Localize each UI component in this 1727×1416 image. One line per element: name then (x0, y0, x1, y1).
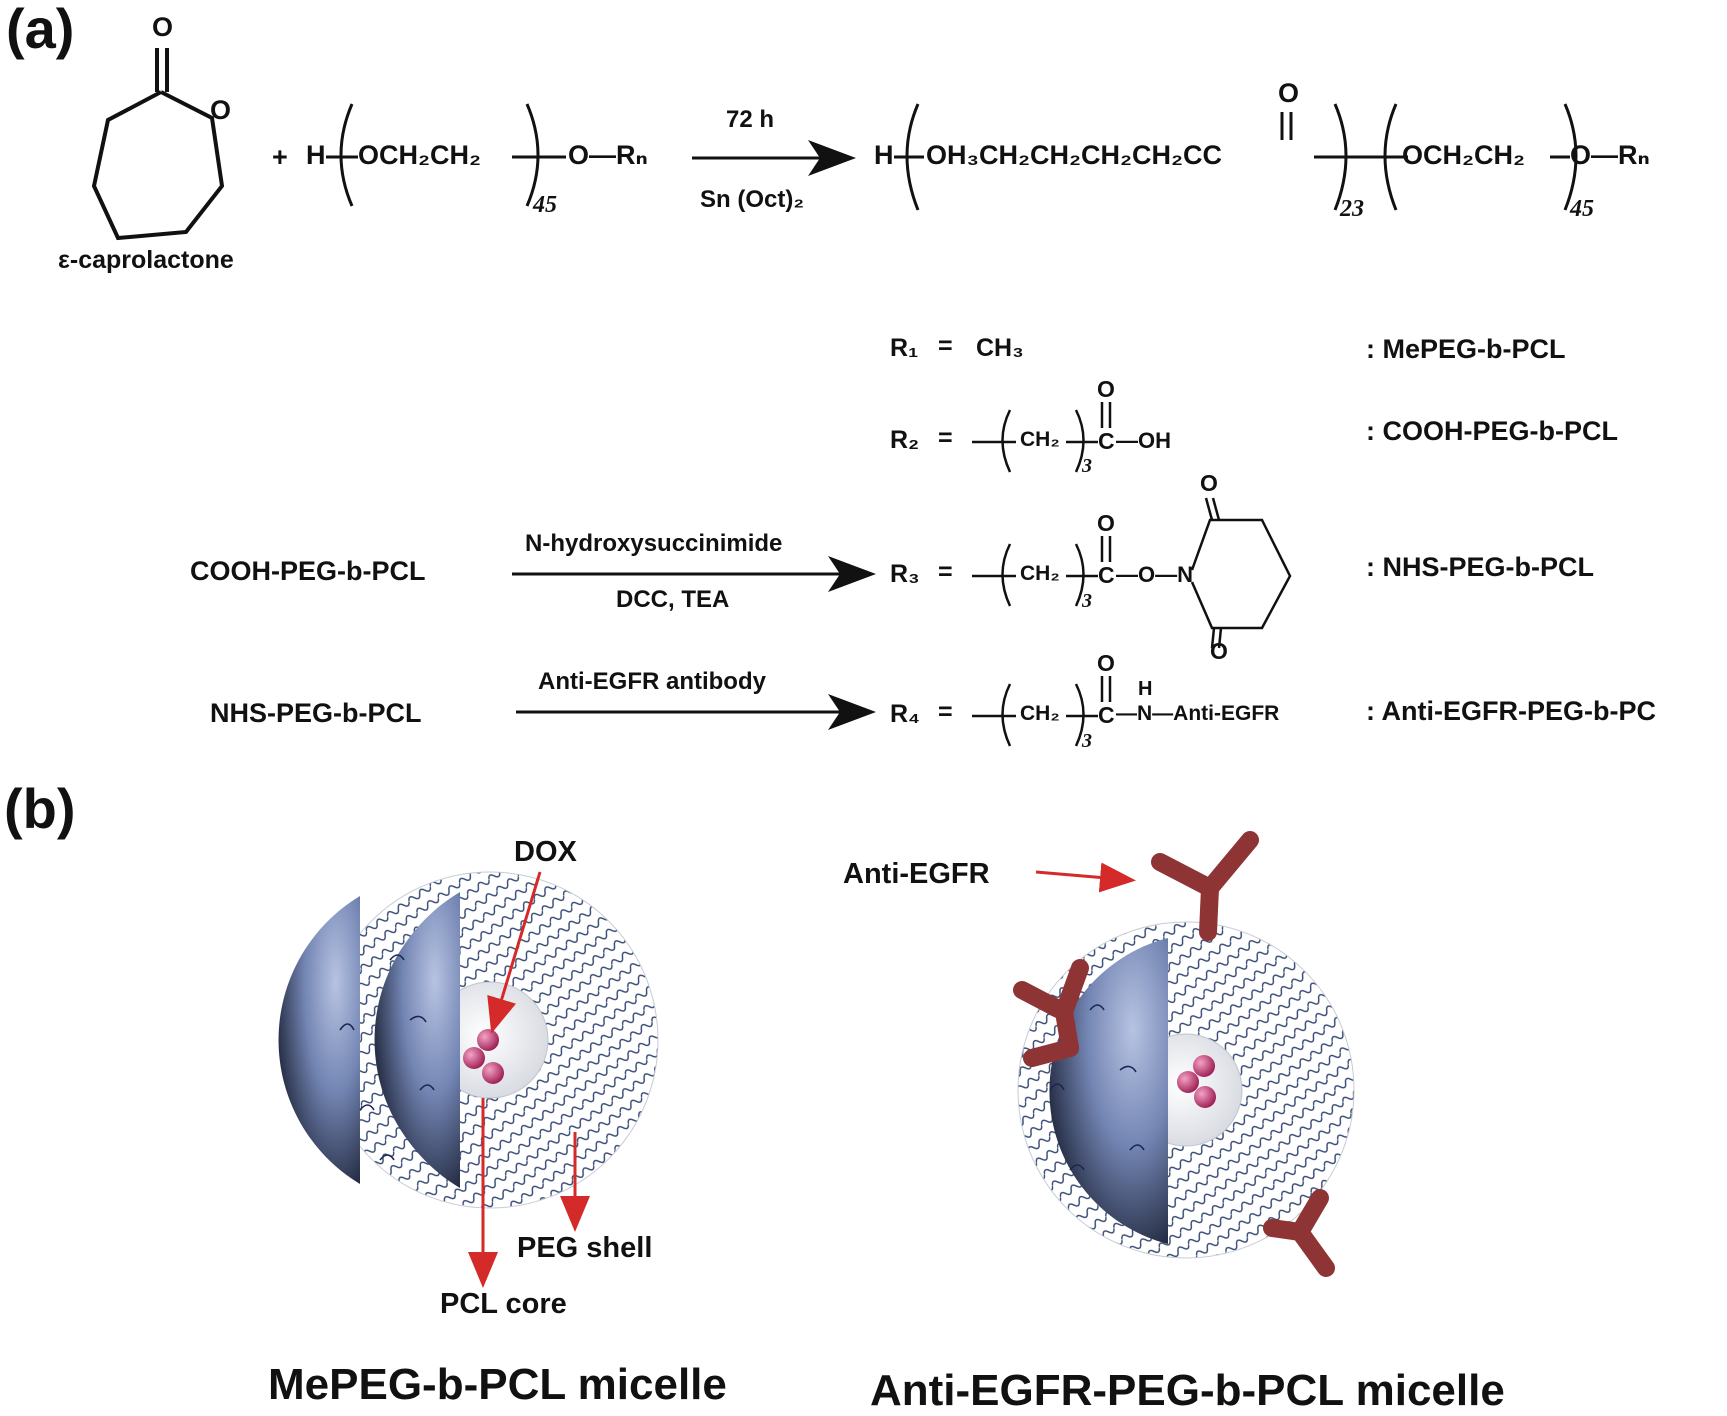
r2-carbonyl: C (1098, 428, 1115, 454)
r1-eq: = (938, 332, 953, 360)
peg-shell-label: PEG shell (517, 1232, 653, 1264)
anti-egfr-label: Anti-EGFR (843, 858, 990, 890)
nhs-ring-o-top: O (1200, 470, 1218, 496)
r2-end: —OH (1116, 428, 1171, 453)
r4-carbonyl: C (1098, 702, 1115, 728)
pcl-core-label: PCL core (440, 1288, 567, 1320)
r4-group: CH₂ (1020, 702, 1060, 725)
monomer-name: ε-caprolactone (58, 246, 234, 274)
r1-formula: CH₃ (976, 334, 1024, 362)
r3-carbonyl: C (1098, 562, 1115, 588)
r4-nh-h: H (1138, 678, 1153, 700)
plus-sign: + (272, 142, 288, 172)
r4-n: 3 (1082, 730, 1092, 752)
r2-o: O (1097, 376, 1115, 402)
r2-n: 3 (1082, 455, 1092, 477)
peg-reactant-h: H (306, 140, 326, 170)
antibody-left (1013, 959, 1089, 1067)
product-pcl-unit: OH₃CH₂CH₂CH₂CH₂CC (926, 140, 1222, 170)
r3-eq: = (938, 558, 953, 586)
product-pcl-n: 23 (1340, 196, 1364, 222)
peg-reactant-unit: OCH₂CH₂ (358, 140, 481, 170)
r3-group: CH₂ (1020, 562, 1060, 585)
peg-reactant-n: 45 (533, 192, 557, 218)
product-peg-n: 45 (1570, 196, 1594, 222)
conditions-catalyst: Sn (Oct)₂ (700, 186, 804, 213)
panel-b-label: (b) (4, 777, 76, 840)
conditions-time: 72 h (726, 106, 775, 133)
r1-label: R₁ (890, 334, 919, 362)
r2-name: : COOH-PEG-b-PCL (1366, 416, 1618, 446)
r4-label: R₄ (890, 700, 920, 728)
left-micelle-title: MePEG-b-PCL micelle (268, 1360, 727, 1409)
r1-name: : MePEG-b-PCL (1366, 334, 1566, 364)
left-callout-arrows (468, 871, 590, 1288)
antibodies (1013, 831, 1335, 1277)
r4-eq: = (938, 698, 953, 726)
r2-group: CH₂ (1020, 428, 1060, 451)
antibody-bottom (1263, 1189, 1335, 1277)
caprolactone-ring (91, 48, 225, 241)
r3-name: : NHS-PEG-b-PCL (1366, 552, 1594, 582)
dox-label: DOX (514, 836, 577, 868)
product-h: H (874, 140, 894, 170)
r3-o: O (1097, 510, 1115, 536)
step3-reagent-top: Anti-EGFR antibody (538, 668, 766, 695)
r4-name: : Anti-EGFR-PEG-b-PC (1366, 696, 1656, 726)
monomer-ring-o: O (210, 95, 232, 125)
panel-a-label: (a) (6, 0, 75, 60)
right-micelle-title: Anti-EGFR-PEG-b-PCL micelle (870, 1366, 1505, 1415)
r3-label: R₃ (890, 560, 920, 588)
r3-end: —O—N (1116, 562, 1193, 587)
monomer-carbonyl-o: O (152, 12, 174, 42)
nhs-ring-o-bottom: O (1210, 638, 1228, 664)
step2-reagent-bottom: DCC, TEA (616, 586, 730, 613)
product-carbonyl-o: O (1278, 78, 1300, 108)
peg-reactant-tail: O—Rₙ (568, 140, 648, 170)
left-micelle (278, 871, 659, 1209)
antibody-top (1151, 831, 1259, 941)
r2-label: R₂ (890, 426, 920, 454)
step3-reactant: NHS-PEG-b-PCL (210, 698, 422, 728)
r3-n: 3 (1082, 590, 1092, 612)
r2-eq: = (938, 424, 953, 452)
right-micelle (1017, 921, 1355, 1259)
product-peg-unit: OCH₂CH₂ (1402, 140, 1525, 170)
product-tail: O—Rₙ (1570, 140, 1650, 170)
r4-end: —N—Anti-EGFR (1116, 702, 1280, 725)
step2-reactant: COOH-PEG-b-PCL (190, 556, 426, 586)
r4-o: O (1097, 650, 1115, 676)
step2-reagent-top: N-hydroxysuccinimide (525, 530, 783, 557)
